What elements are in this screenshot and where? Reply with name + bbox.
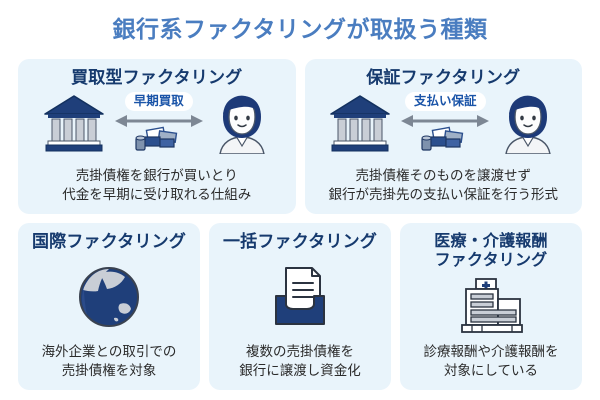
bank-icon [328, 92, 392, 158]
flow-indicator: 支払い保証 [395, 92, 495, 158]
card-title: 医療・介護報酬 ファクタリング [434, 231, 548, 269]
card-illustration: 支払い保証 [328, 92, 558, 158]
flow-indicator: 早期買取 [109, 92, 209, 158]
document-tray-icon [268, 264, 332, 334]
top-card-row: 買取型ファクタリング [18, 59, 582, 214]
bottom-card-row: 国際ファクタリング 海外企業との取引での 売掛債権を対象 一括ファクタリング [18, 223, 582, 390]
bidirectional-arrow-icon [113, 113, 205, 128]
bidirectional-arrow-icon [399, 113, 491, 128]
card-description: 売掛債権そのものを譲渡せず 銀行が売掛先の支払い保証を行う形式 [328, 167, 559, 204]
card-illustration [268, 259, 332, 339]
flow-label: 支払い保証 [404, 92, 486, 112]
money-icon [133, 124, 185, 156]
card-description: 海外企業との取引での 売掛債権を対象 [41, 343, 177, 380]
card-illustration [456, 277, 526, 339]
card-bulk-factoring: 一括ファクタリング 複数の売掛債権を 銀行に譲渡し資金化 [209, 223, 391, 390]
money-icon [419, 124, 471, 156]
person-icon [212, 92, 272, 158]
card-title: 買取型ファクタリング [71, 68, 243, 88]
card-description: 売掛債権を銀行が買いとり 代金を早期に受け取れる仕組み [62, 167, 252, 204]
card-title: 保証ファクタリング [366, 68, 521, 88]
card-medical-care-factoring: 医療・介護報酬 ファクタリング [400, 223, 582, 390]
card-purchase-factoring: 買取型ファクタリング [18, 59, 296, 214]
card-description: 複数の売掛債権を 銀行に譲渡し資金化 [239, 343, 361, 380]
page-title: 銀行系ファクタリングが取扱う種類 [112, 17, 488, 43]
bank-icon [42, 92, 106, 158]
card-guarantee-factoring: 保証ファクタリング [304, 59, 582, 214]
globe-icon [76, 264, 142, 334]
card-illustration: 早期買取 [42, 92, 272, 158]
card-international-factoring: 国際ファクタリング 海外企業との取引での 売掛債権を対象 [18, 223, 200, 390]
person-icon [498, 92, 558, 158]
card-illustration [76, 259, 142, 339]
flow-label: 早期買取 [124, 92, 193, 112]
card-description: 診療報酬や介護報酬を 対象にしている [423, 343, 559, 380]
card-title: 一括ファクタリング [222, 232, 378, 252]
hospital-icon [456, 277, 526, 339]
card-title: 国際ファクタリング [31, 232, 187, 252]
